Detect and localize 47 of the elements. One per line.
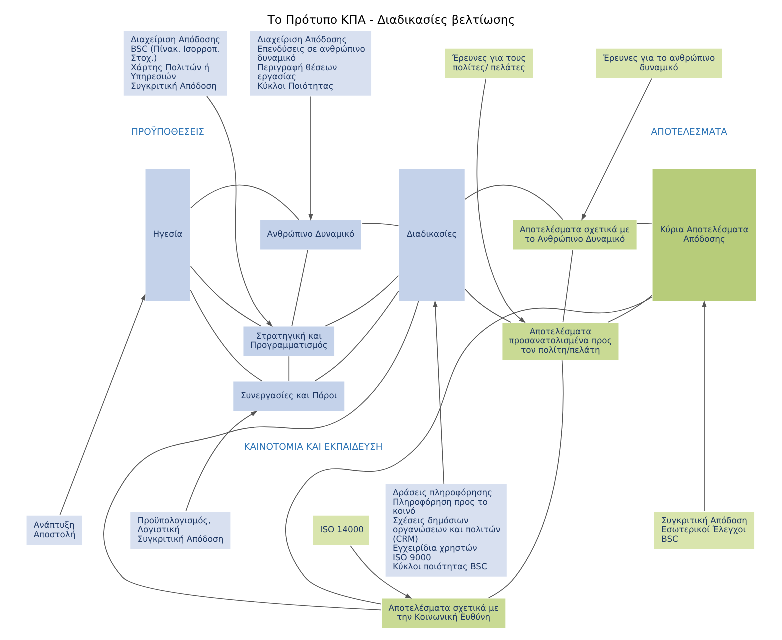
node-box: Στρατηγική και Προγραμματισμός — [242, 326, 335, 357]
node-box: Δράσεις πληροφόρησης Πληροφόρηση προς το κοινό Σχέσεις δημόσιων οργανώσεων και πολιτών (CRM) Εγχειρίδια χρηστών ISO 9000 Κύκλοι ποιότητας BSC — [384, 484, 508, 578]
node-box: Διαχείριση Απόδοσης BSC (Πίνακ. Ισορροπ. Στοχ.) Χάρτης Πολιτών ή Υπηρεσιών Συγκριτική Απόδοση — [122, 30, 228, 97]
node-box: Έρευνες για τους πολίτες/ πελάτες — [444, 48, 534, 80]
node-box: Ανάπτυξη Αποστολή — [25, 515, 83, 546]
node-box: Διαδικασίες — [398, 168, 466, 302]
arrow — [476, 78, 526, 324]
node-box: Ηγεσία — [144, 168, 191, 302]
arrow — [185, 411, 258, 512]
label: ΑΠΟΤΕΛΕΣΜΑΤΑ — [650, 126, 727, 138]
node-box: Αποτελέσματα σχετικά με την Κοινωνική Ευθύνη — [380, 598, 506, 629]
connector — [288, 356, 290, 382]
connector — [464, 184, 563, 220]
arrow — [350, 546, 412, 599]
node-box: Προϋπολογισμός, Λογιστική Συγκριτική Απόδοση — [129, 511, 232, 550]
node-box: Ανθρώπινο Δυναμικό — [259, 220, 362, 251]
arrow — [432, 300, 444, 484]
arrow — [206, 96, 272, 328]
connector — [324, 275, 399, 327]
connector — [361, 223, 399, 226]
node-box: Αποτελέσματα προσανατολισμένα προς τον πολίτη/πελάτη — [501, 322, 620, 361]
connector — [636, 223, 652, 225]
connector — [190, 184, 299, 220]
connector — [190, 266, 261, 327]
arrow — [702, 300, 706, 512]
arrow — [308, 96, 313, 221]
connector — [488, 360, 564, 599]
connector — [607, 295, 652, 323]
arrow — [581, 78, 652, 221]
node-box: Κύρια Αποτελέσματα Απόδοσης — [651, 168, 757, 302]
label: ΠΡΟΫΠΟΘΕΣΕΙΣ — [131, 126, 204, 138]
connector — [562, 250, 573, 323]
connector — [314, 291, 399, 382]
node-box: ISO 14000 — [312, 515, 370, 546]
label: ΚΑΙΝΟΤΟΜΙΑ ΚΑΙ ΕΚΠΑΙΔΕΥΣΗ — [244, 442, 382, 454]
node-box: Έρευνες για το ανθρώπινο δυναμικό — [594, 48, 722, 80]
node-box: Συγκριτική Απόδοση Εσωτερικοί Έλεγχοι BSC — [653, 511, 755, 550]
connector — [284, 296, 652, 605]
connector — [464, 289, 511, 323]
connector — [103, 301, 419, 611]
node-box: Διαχείριση Απόδοσης Επενδύσεις σε ανθρώπινο δυναμικό Περιγραφή θέσεων εργασίας Κύκλοι Ποιότητας — [249, 30, 372, 97]
connector — [291, 250, 308, 327]
connector — [190, 290, 262, 382]
arrow — [59, 294, 146, 516]
node-box: Αποτελέσματα σχετικά με το Ανθρώπινο Δυναμικό — [512, 220, 638, 251]
diagram-title: Το Πρότυπο ΚΠΑ - Διαδικασίες βελτίωσης — [267, 13, 515, 28]
node-box: Συνεργασίες και Πόροι — [232, 380, 345, 412]
